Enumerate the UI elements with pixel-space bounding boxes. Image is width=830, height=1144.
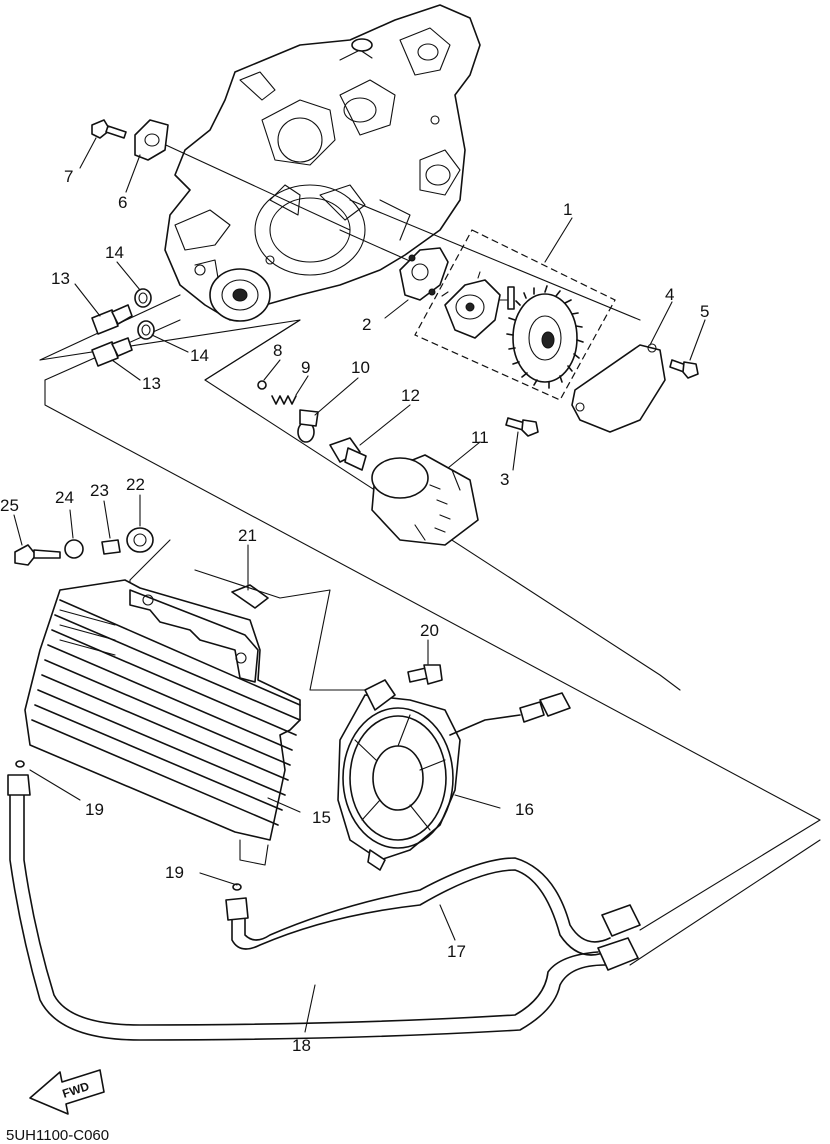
forward-direction-arrow: FWD (29, 1069, 105, 1115)
washer-14-lower (137, 320, 155, 340)
crankcase (164, 4, 481, 322)
oil-filter-11 (371, 454, 479, 546)
pump-cover (571, 343, 666, 433)
oil-pump-assembly (414, 229, 616, 401)
ball-8 (257, 380, 267, 390)
bolt-3 (505, 417, 539, 437)
callout-10: 10 (351, 358, 370, 377)
clip-10 (297, 409, 319, 443)
bolt-25 (14, 544, 61, 566)
callout-18: 18 (292, 1036, 311, 1055)
grommet-22 (126, 527, 154, 553)
cooling-fan-16 (337, 679, 571, 871)
callout-3: 3 (500, 470, 509, 489)
callout-24: 24 (55, 488, 74, 507)
callout-19-right: 19 (165, 863, 184, 882)
callout-8: 8 (273, 341, 282, 360)
bolt-7 (91, 119, 127, 139)
callout-13-upper: 13 (51, 269, 70, 288)
collar-23 (101, 539, 121, 555)
callout-labels: 1 2 3 4 5 6 7 8 9 10 11 12 13 13 14 14 1… (0, 167, 709, 1055)
spring-9 (271, 395, 297, 405)
fitting-13-lower (91, 337, 133, 367)
callout-22: 22 (126, 475, 145, 494)
oil-cooler-15 (24, 579, 301, 866)
callout-14-upper: 14 (105, 243, 124, 262)
callout-5: 5 (700, 302, 709, 321)
breather-plate-6 (134, 119, 169, 161)
oil-hose-17 (225, 857, 641, 956)
callout-20: 20 (420, 621, 439, 640)
callout-2: 2 (362, 315, 371, 334)
washer-14-upper (134, 288, 152, 308)
callout-9: 9 (301, 358, 310, 377)
callout-1: 1 (563, 200, 572, 219)
bracket-leader (194, 569, 366, 691)
bolt-5 (669, 359, 699, 379)
callout-17: 17 (447, 942, 466, 961)
callout-7: 7 (64, 167, 73, 186)
callout-14-lower: 14 (190, 346, 209, 365)
pump-cover-plate (399, 247, 449, 301)
oil-hose-18 (7, 760, 639, 1041)
callout-19-left: 19 (85, 800, 104, 819)
callout-13-lower: 13 (142, 374, 161, 393)
callout-21: 21 (238, 526, 257, 545)
bolt-20 (407, 664, 443, 685)
union-bolt-12 (329, 437, 367, 471)
oil-pump-gear (506, 285, 584, 389)
callout-11: 11 (471, 428, 489, 447)
callout-6: 6 (118, 193, 127, 212)
callout-25: 25 (0, 496, 19, 515)
bracket-21 (231, 584, 269, 609)
leader-lines (13, 137, 706, 1033)
callout-4: 4 (665, 285, 674, 304)
fitting-13-upper (91, 304, 133, 335)
callout-12: 12 (401, 386, 420, 405)
callout-15: 15 (312, 808, 331, 827)
callout-16: 16 (515, 800, 534, 819)
diagram-code: 5UH1100-C060 (6, 1127, 109, 1144)
callout-23: 23 (90, 481, 109, 500)
washer-24 (64, 539, 84, 559)
